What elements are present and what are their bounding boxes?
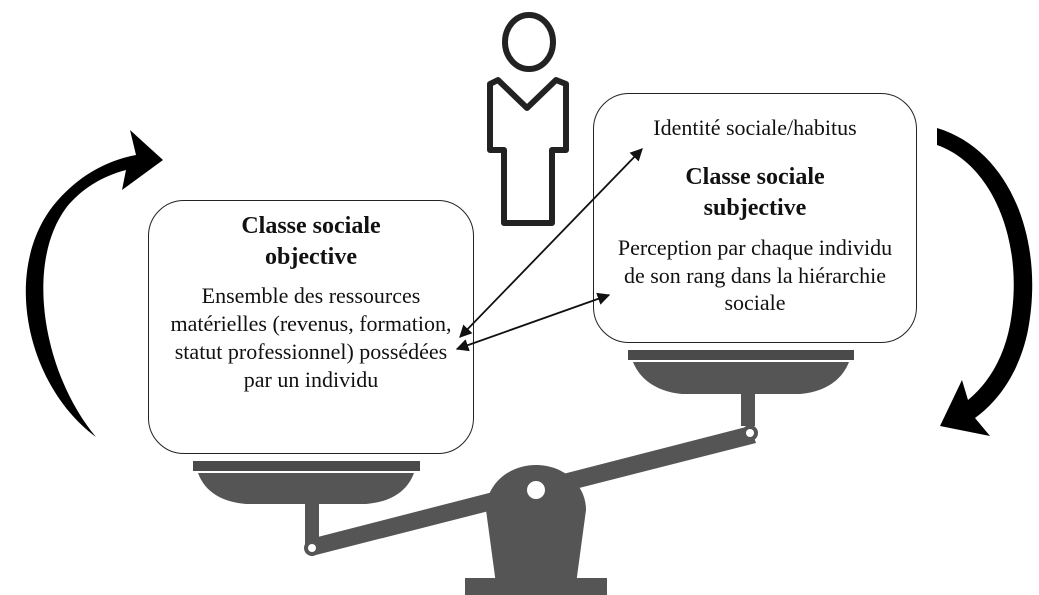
subjective-class-box: Identité sociale/habitus Classe sociale … xyxy=(593,93,917,343)
subjective-class-description: Perception par chaque individu de son ra… xyxy=(617,234,893,316)
objective-class-description: Ensemble des ressources matérielles (rev… xyxy=(170,283,452,393)
curved-arrow-up-icon xyxy=(25,130,163,437)
identity-connector-arrow xyxy=(459,148,643,338)
balance-scale-icon xyxy=(193,350,854,595)
objective-class-title: Classe sociale objective xyxy=(241,213,381,270)
curved-arrow-down-icon xyxy=(937,128,1033,436)
objective-class-box: Classe sociale objective Ensemble des re… xyxy=(148,200,474,454)
subjective-class-title: Classe sociale subjective xyxy=(685,164,825,221)
social-identity-label: Identité sociale/habitus xyxy=(653,115,857,140)
perception-connector-arrow xyxy=(455,292,611,352)
